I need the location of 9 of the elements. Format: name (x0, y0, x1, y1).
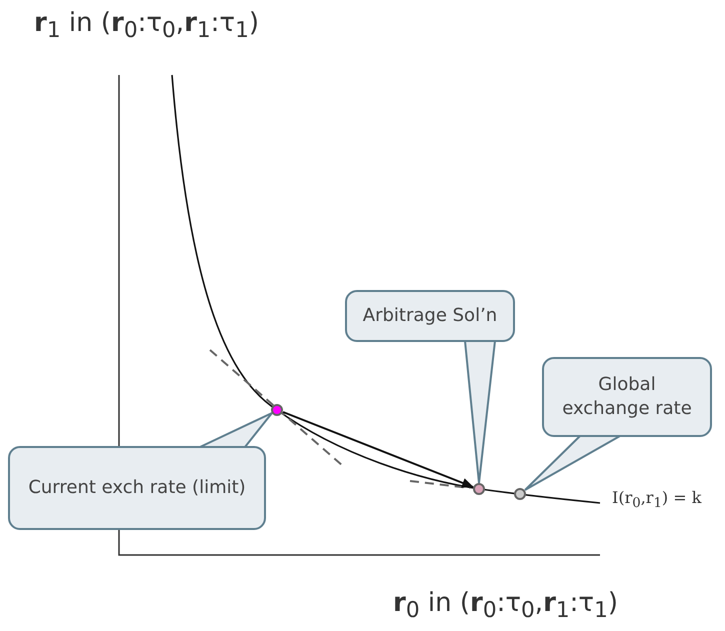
point-marker (514, 488, 526, 500)
point-marker (473, 483, 485, 495)
arrow (282, 411, 474, 488)
axis-label: r$_{1}$ in (r$_{0}$:τ$_{0}$,r$_{1}$:τ$_{1}$) (34, 8, 260, 44)
callout-pointer (464, 340, 496, 484)
axis-label: r$_{0}$ in (r$_{0}$:τ$_{0}$,r$_{1}$:τ$_{1}$) (393, 588, 618, 624)
point-marker (271, 404, 283, 416)
callout-bubble: Arbitrage Sol’n (345, 290, 515, 342)
curve-label: I(r$_{0}$,r$_{1}$) = k (612, 488, 702, 512)
